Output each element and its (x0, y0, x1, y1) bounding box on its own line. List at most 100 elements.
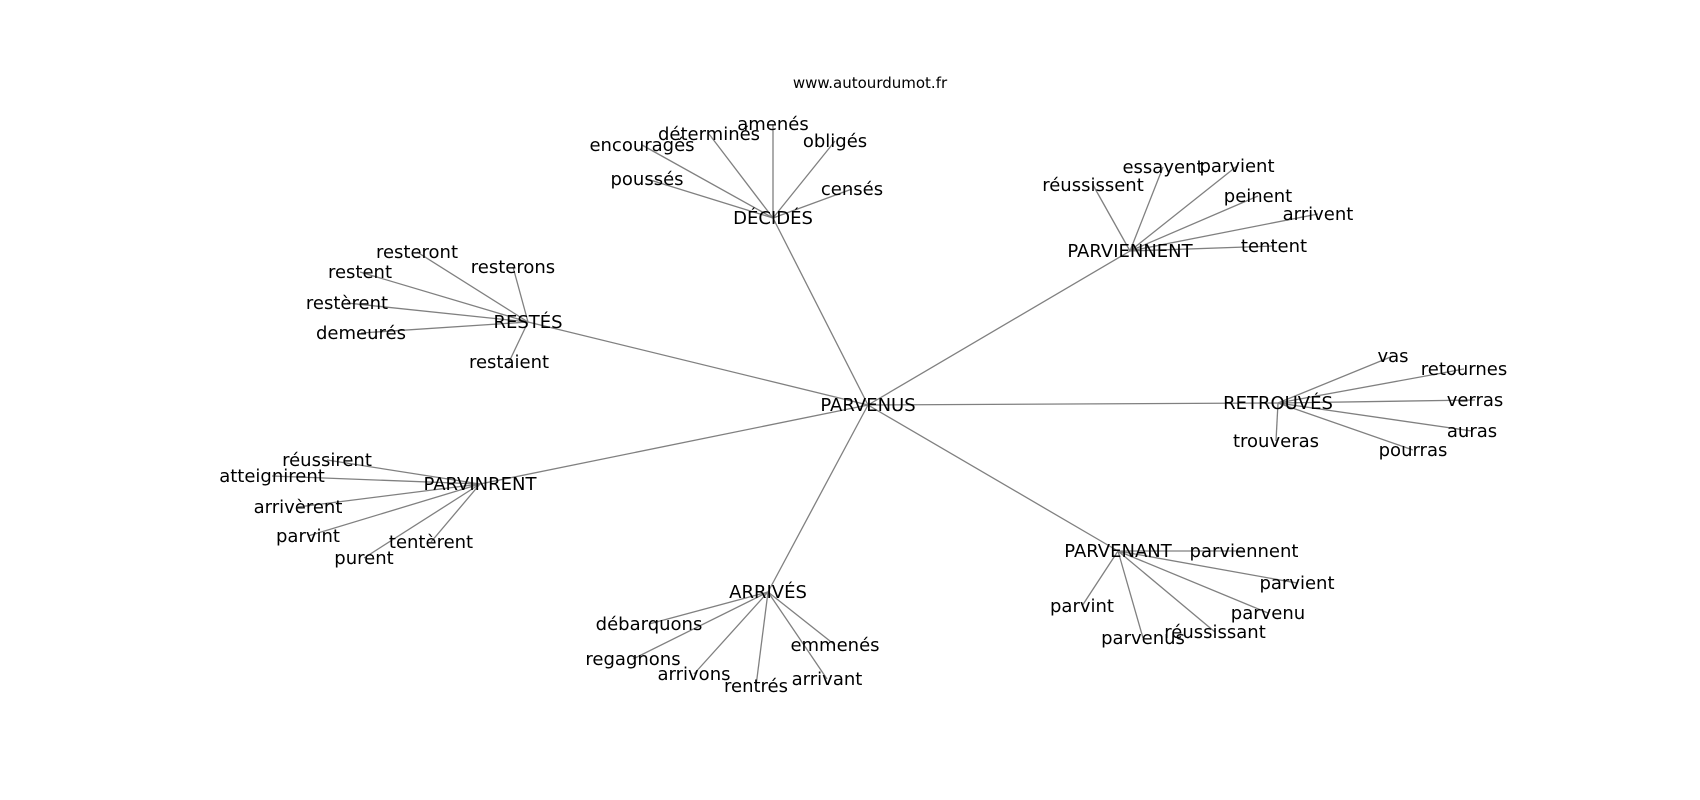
edge-hub-word (1117, 550, 1144, 639)
word-node: peinent (1224, 186, 1292, 207)
word-node: regagnons (585, 649, 680, 670)
word-node: poussés (610, 169, 683, 190)
word-node: arrivons (658, 664, 731, 685)
center-node: PARVENUS (820, 395, 915, 416)
edge-hub-word (1117, 550, 1269, 614)
edge-hub-word (346, 302, 529, 323)
word-node: trouveras (1233, 431, 1319, 452)
edge-hub-word (632, 591, 769, 660)
word-node: réussirent (282, 450, 372, 471)
edge-hub-word (648, 591, 769, 625)
edge-hub-word (307, 483, 481, 537)
edge-hub-word (1129, 165, 1238, 252)
edge-hub-word (772, 140, 836, 219)
hub-node: DÉCIDÉS (733, 207, 813, 229)
edge-hub-word (363, 483, 481, 559)
edge-hub-word (1117, 550, 1216, 633)
word-node: arrivant (792, 669, 863, 690)
edge-hub-word (1277, 368, 1465, 404)
word-node: parviennent (1190, 541, 1299, 562)
word-node: demeurés (316, 323, 406, 344)
word-node: parvint (276, 526, 340, 547)
source-credit: www.autourdumot.fr (793, 74, 948, 92)
word-node: restent (328, 262, 392, 283)
word-node: parvient (1259, 573, 1334, 594)
edge-hub-word (646, 178, 774, 219)
edge-hub-word (1129, 245, 1275, 252)
edge-hub-word (1277, 402, 1473, 432)
edge-hub-word (360, 321, 529, 334)
word-node: atteignirent (219, 466, 325, 487)
edge-hub-word (772, 188, 853, 219)
word-node: resterons (471, 257, 555, 278)
word-node: parvient (1199, 156, 1274, 177)
hub-node: RETROUVÉS (1223, 392, 1333, 414)
edge-hub-word (1117, 550, 1298, 584)
word-node: essayent (1122, 157, 1203, 178)
word-node: vas (1377, 346, 1408, 367)
edge-hub-word (693, 591, 769, 675)
edge-hub-word (1277, 355, 1394, 404)
edge-hub-word (1277, 399, 1476, 404)
edge-center-hub (867, 404, 1119, 552)
word-node: restèrent (306, 293, 388, 314)
edge-hub-word (430, 483, 481, 543)
word-node: amenés (737, 114, 809, 135)
word-node: resteront (376, 242, 458, 263)
word-node: parvenus (1101, 628, 1185, 649)
word-node: arrivèrent (254, 497, 343, 518)
edge-hub-word (1129, 195, 1259, 252)
word-node: tentèrent (389, 532, 473, 553)
word-node: obligés (803, 131, 867, 152)
word-node: parvenu (1231, 603, 1305, 624)
edge-hub-word (767, 591, 828, 680)
edge-center-hub (479, 404, 869, 485)
word-node: rentrés (724, 676, 788, 697)
edge-hub-word (708, 133, 774, 219)
hub-node: ARRIVÉS (729, 581, 807, 603)
word-node: tentent (1241, 236, 1307, 257)
word-node: censés (821, 179, 883, 200)
edge-hub-word (1081, 550, 1119, 607)
word-node: pourras (1379, 440, 1448, 461)
word-node: arrivent (1283, 204, 1354, 225)
edge-hub-word (271, 475, 481, 485)
word-node: retournes (1421, 359, 1508, 380)
edge-hub-word (359, 271, 529, 323)
labels: www.autourdumot.fr PARVENUS DÉCIDÉS encour… (219, 74, 1507, 697)
edge-hub-word (767, 591, 836, 646)
hub-node: PARVIENNENT (1067, 241, 1193, 262)
word-node: purent (334, 548, 393, 569)
edge-hub-word (508, 321, 529, 363)
word-node: restaient (469, 352, 549, 373)
word-node: auras (1447, 421, 1497, 442)
hub-node: PARVINRENT (424, 474, 538, 495)
word-node: réussissent (1042, 175, 1144, 196)
word-node: déterminés (658, 124, 760, 145)
word-node: verras (1447, 390, 1504, 411)
edge-hub-word (416, 251, 529, 323)
edge-hub-word (641, 144, 774, 219)
edge-hub-word (1129, 166, 1164, 252)
edge-hub-word (1277, 402, 1414, 451)
edge-hub-word (1275, 402, 1279, 442)
edge-center-hub (527, 321, 869, 406)
edge-hub-word (326, 459, 481, 485)
word-node: parvint (1050, 596, 1114, 617)
edge-hub-word (1092, 184, 1131, 252)
edge-center-hub (867, 250, 1131, 406)
word-node: débarquons (596, 614, 703, 635)
edge-center-hub (767, 404, 869, 593)
edge-hub-word (297, 483, 481, 508)
word-node: emmenés (790, 635, 879, 656)
edge-center-hub (867, 402, 1279, 406)
hub-node: RESTÉS (493, 311, 562, 333)
edge-center-hub (772, 217, 869, 406)
word-node: réussissant (1164, 622, 1266, 643)
hub-node: PARVENANT (1064, 541, 1172, 562)
edge-hub-word (755, 591, 769, 687)
edge-hub-word (512, 266, 529, 323)
edge-hub-word (1129, 213, 1319, 252)
word-node: encouragés (589, 135, 694, 156)
